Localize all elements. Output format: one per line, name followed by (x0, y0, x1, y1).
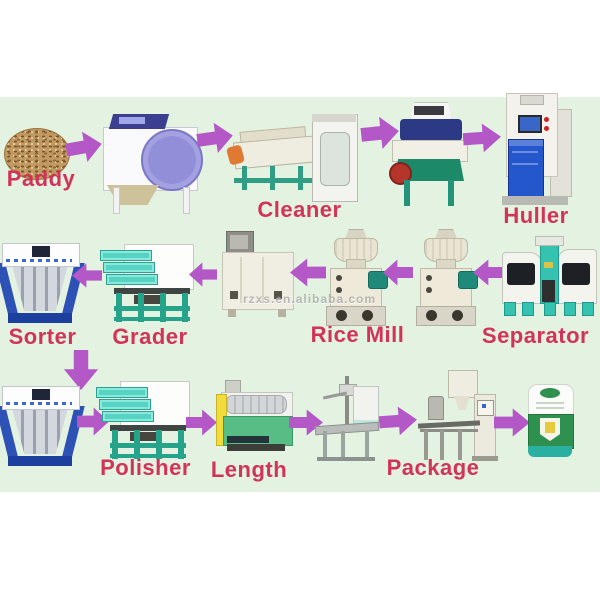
drum-precleaner-machine (103, 113, 203, 214)
label-huller: Huller (503, 203, 569, 228)
grader-machine (100, 240, 195, 324)
polisher-machine (96, 377, 191, 461)
weighing-scale-machine (314, 376, 383, 462)
color-sorter-machine (0, 386, 85, 466)
bagging-machine (417, 370, 498, 462)
label-sorter: Sorter (8, 324, 77, 349)
label-separator: Separator (481, 323, 590, 348)
label-rice-mill: Rice Mill (310, 322, 405, 347)
paddy-grain-image (4, 128, 70, 180)
rice-bag-image (528, 384, 574, 458)
label-paddy: Paddy (6, 166, 76, 191)
color-sorter-machine (0, 243, 85, 323)
label-package: Package (386, 455, 480, 480)
watermark-text: rzxs.en.alibaba.com (243, 292, 377, 306)
label-grader: Grader (112, 324, 188, 349)
paddy-separator-machine (502, 236, 597, 322)
label-polisher: Polisher (100, 455, 191, 480)
label-cleaner: Cleaner (257, 197, 342, 222)
label-length: Length (210, 457, 288, 482)
length-grader-machine (213, 380, 293, 460)
rice-whitener-machine (222, 231, 295, 319)
destoner-machine (389, 102, 468, 208)
huller-machine (498, 93, 573, 206)
vibro-cleaner-machine (225, 112, 358, 204)
rice-mill-machine (410, 229, 480, 326)
rice-mill-machine (320, 229, 390, 326)
